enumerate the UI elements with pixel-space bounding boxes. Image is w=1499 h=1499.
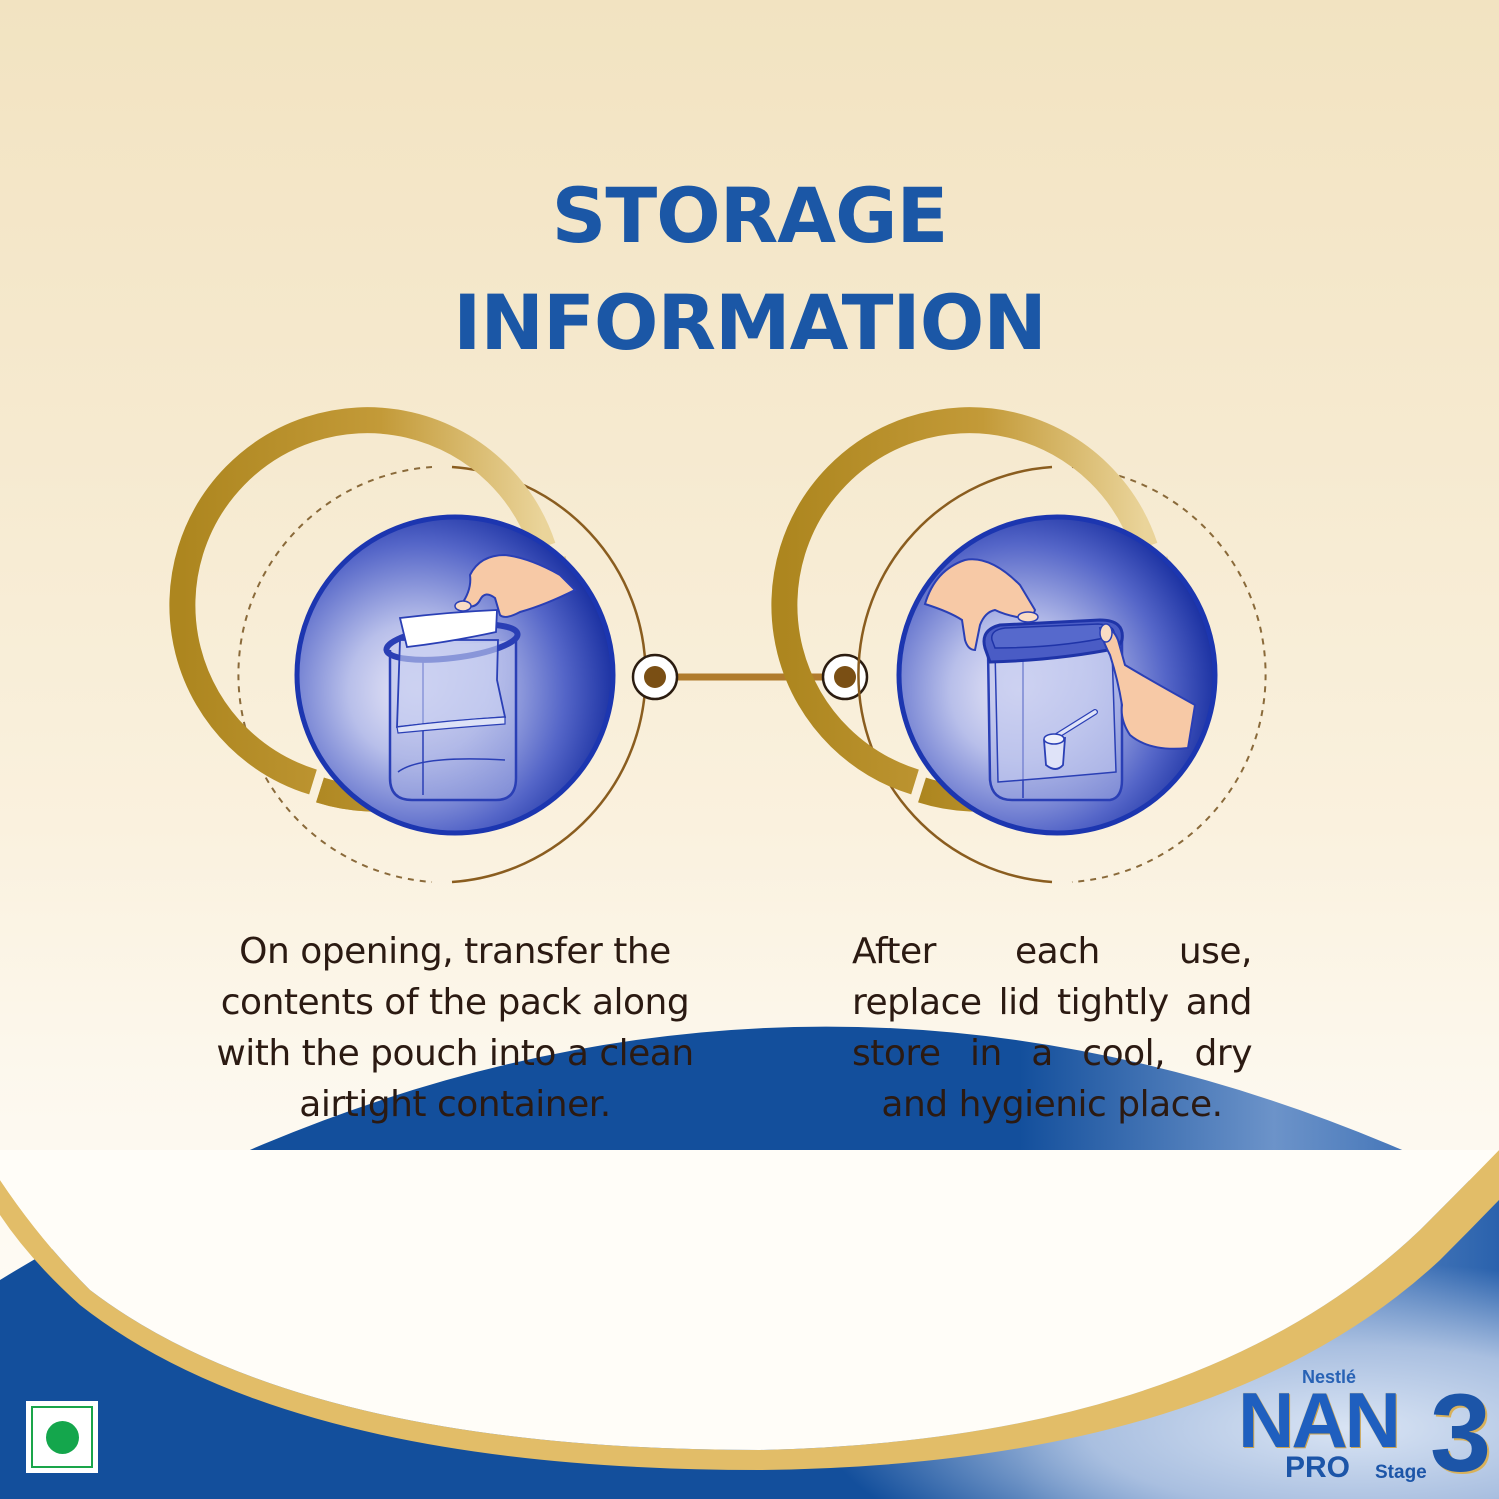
vegetarian-mark-border xyxy=(31,1406,93,1468)
title-line-2: INFORMATION xyxy=(453,278,1047,367)
step-1-illustration xyxy=(169,407,647,884)
brand-stage-label: Stage xyxy=(1375,1462,1427,1483)
brand-stage-number: 3 xyxy=(1430,1372,1492,1495)
brand-product: NAN xyxy=(1238,1376,1401,1464)
connector xyxy=(631,653,869,701)
bottom-band xyxy=(0,1026,1499,1499)
container-with-lid-icon xyxy=(982,618,1124,802)
brand-company: Nestlé xyxy=(1302,1367,1357,1387)
page-title: STORAGE INFORMATION xyxy=(0,178,1499,361)
title-line-1: STORAGE xyxy=(551,171,949,260)
step-1-caption: On opening, transfer the contents of the… xyxy=(216,931,694,1125)
vegetarian-mark-icon xyxy=(26,1401,98,1473)
step-2-caption: After each use, replace lid tightly and … xyxy=(852,931,1253,1125)
hands-icon xyxy=(923,558,1197,750)
vegetarian-mark-dot xyxy=(45,1420,79,1454)
hand-icon xyxy=(454,553,577,618)
brand-logo: Nestlé NAN PRO Stage 3 xyxy=(1230,1345,1491,1489)
container-icon xyxy=(383,609,521,802)
brand-sub: PRO xyxy=(1285,1451,1351,1484)
step-2-illustration xyxy=(771,407,1267,884)
